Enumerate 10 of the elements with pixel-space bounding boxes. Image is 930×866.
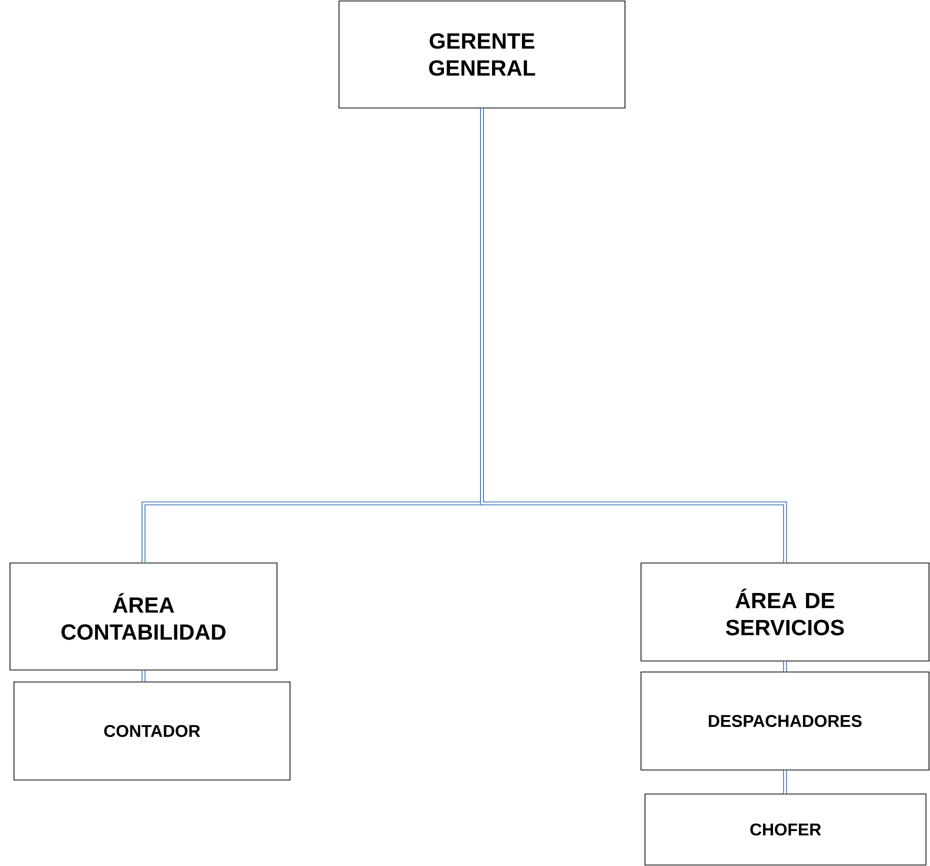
- connector-line: [480, 108, 787, 563]
- org-box: DESPACHADORES: [640, 672, 930, 770]
- org-box: CHOFER: [644, 794, 926, 866]
- org-box: CONTADOR: [14, 682, 290, 780]
- connector-line: [142, 670, 146, 682]
- org-box: ÁREA CONTABILIDAD: [10, 562, 278, 670]
- connector-line: [783, 770, 787, 794]
- connector-line: [783, 661, 787, 672]
- org-box: ÁREA DE SERVICIOS: [640, 562, 930, 662]
- org-box: GERENTE GENERAL: [338, 0, 626, 108]
